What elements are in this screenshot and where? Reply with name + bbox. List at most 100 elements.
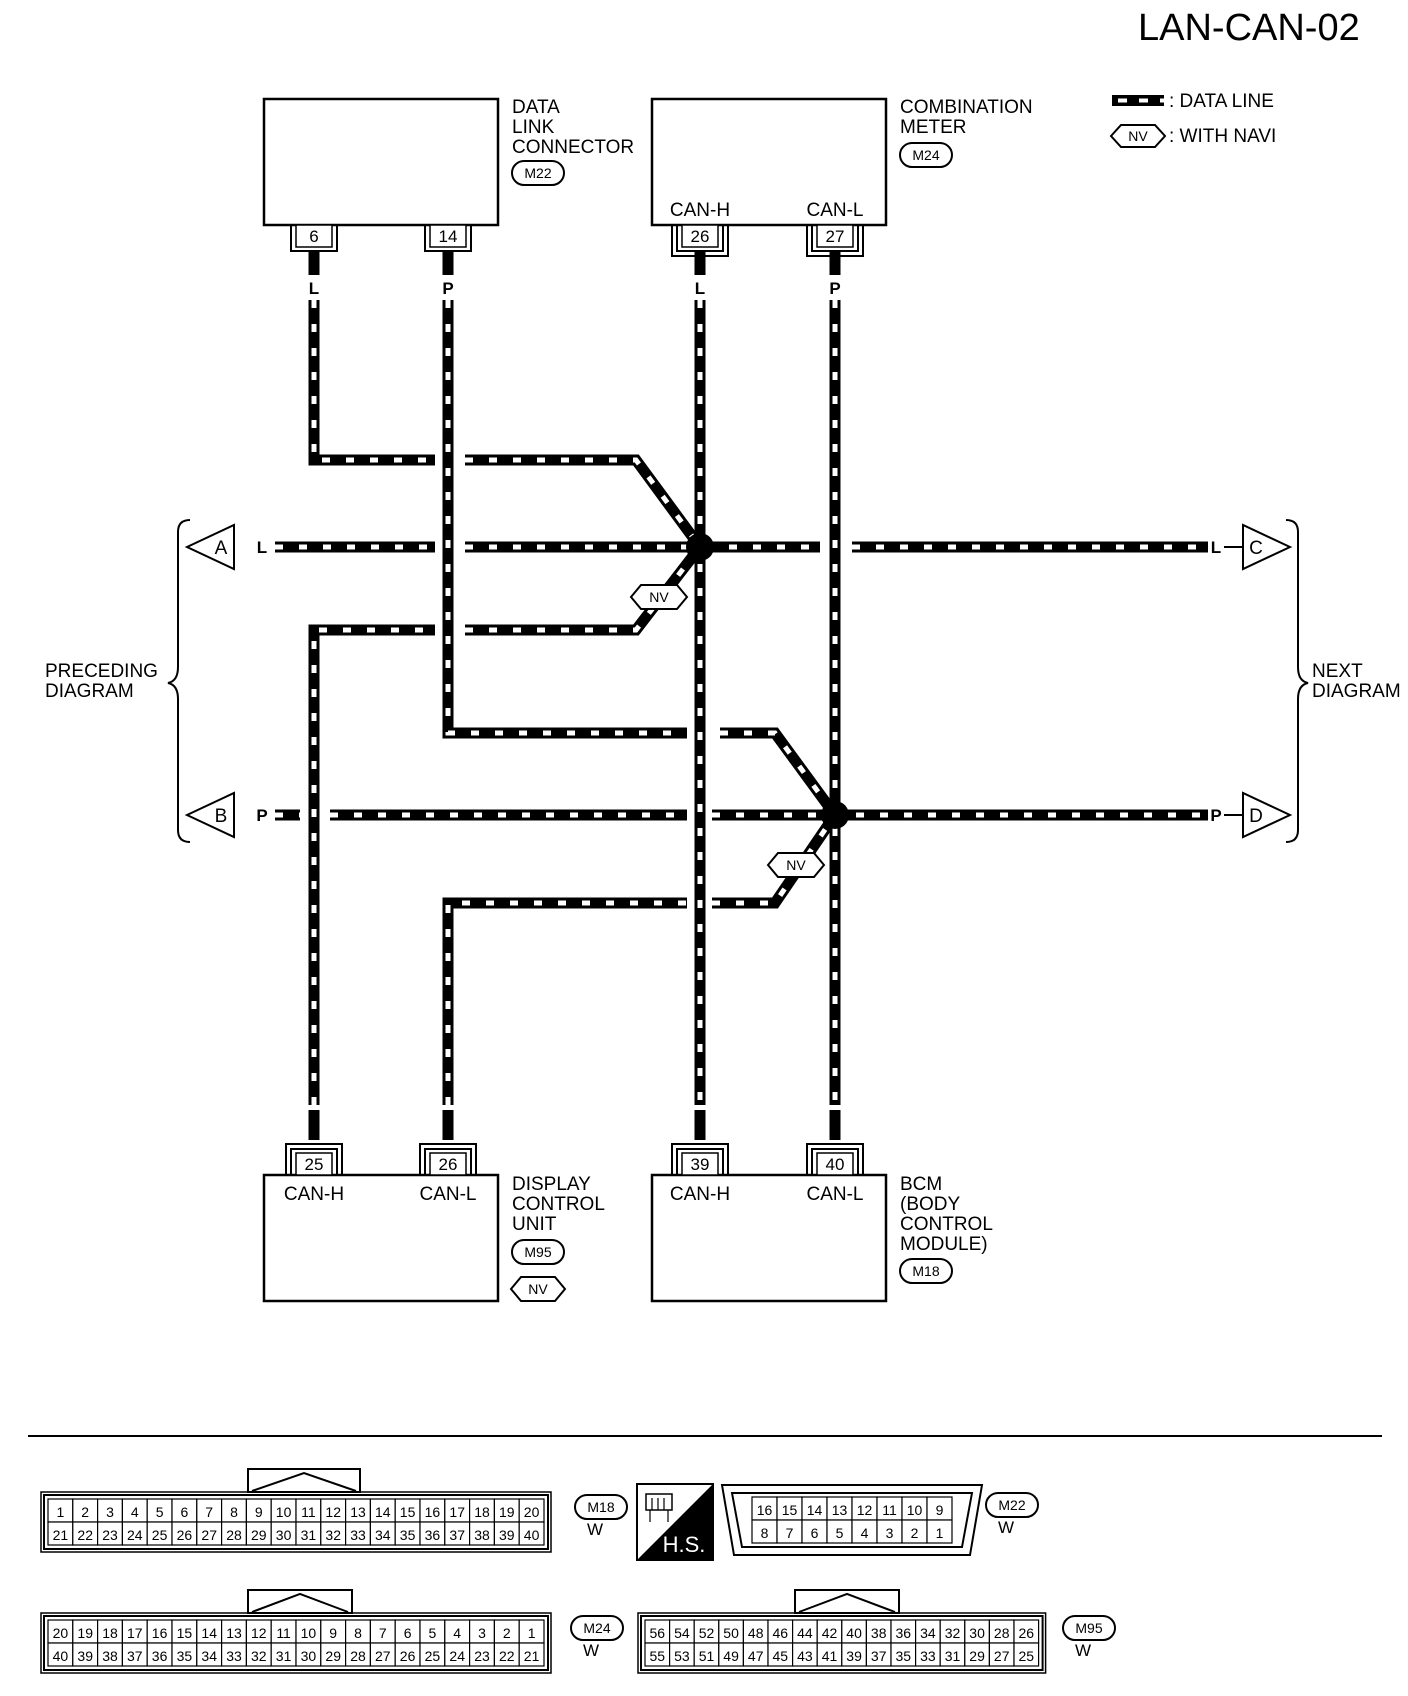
bcm-pin-39-number: 39 [691,1155,710,1174]
wire-color-meter-26: L [695,279,705,298]
dlc-can-l-line-2 [720,727,840,819]
dlc-name-line-3: CONNECTOR [512,137,634,158]
m95-cavity-30: 30 [969,1625,985,1641]
m18-cavity-28: 28 [226,1527,242,1543]
meter-name-line-2: METER [900,117,967,138]
dcu-pin-25-number: 25 [305,1155,324,1174]
m95-cavity-39: 39 [846,1648,862,1664]
dcu-can-h-line-2 [465,543,705,636]
m18-cavity-26: 26 [177,1527,193,1543]
m95-cavity-25: 25 [1019,1648,1035,1664]
m18-cavity-34: 34 [375,1527,391,1543]
dlc-connector-badge: M22 [511,160,565,186]
m22-cavity-4: 4 [861,1525,869,1541]
m22-cavity-13: 13 [832,1502,848,1518]
m24-cavity-31: 31 [276,1648,292,1664]
m18-id-badge-text: M18 [587,1499,614,1515]
m22-cavity-6: 6 [811,1525,819,1541]
m24-cavity-32: 32 [251,1648,267,1664]
m18-cavity-17: 17 [449,1504,465,1520]
bcm-connector-badge: M18 [899,1258,953,1284]
wire-color-a: L [257,538,267,557]
bcm-connector-badge-text: M18 [912,1263,939,1279]
bcm-pin-40-number: 40 [826,1155,845,1174]
legend-data-line-label: : DATA LINE [1169,91,1274,112]
m24-cavity-14: 14 [201,1625,217,1641]
meter-connector-badge-text: M24 [912,147,939,163]
m18-cavity-19: 19 [499,1504,515,1520]
dcu-name-line-3: UNIT [512,1214,557,1235]
m24-cavity-7: 7 [379,1625,387,1641]
dcu-connector-badge: M95 [511,1239,565,1265]
m18-cavity-8: 8 [230,1504,238,1520]
m95-cavity-45: 45 [773,1648,789,1664]
m95-cavity-29: 29 [969,1648,985,1664]
meter-pin-26-number: 26 [691,227,710,246]
m24-cavity-15: 15 [177,1625,193,1641]
m22-cavity-2: 2 [911,1525,919,1541]
m95-cavity-34: 34 [920,1625,936,1641]
m95-cavity-41: 41 [822,1648,838,1664]
preceding-diagram-line2: DIAGRAM [45,681,134,702]
m22-cavity-11: 11 [882,1502,897,1518]
m18-cavity-33: 33 [350,1527,366,1543]
m22-cavity-15: 15 [782,1502,798,1518]
m18-cavity-15: 15 [400,1504,416,1520]
m24-cavity-2: 2 [503,1625,511,1641]
m24-cavity-16: 16 [152,1625,168,1641]
bcm-can-l-label: CAN-L [806,1184,863,1205]
m95-cavity-53: 53 [674,1648,690,1664]
m18-cavity-39: 39 [499,1527,515,1543]
dcu-nv-badge: NV [509,1276,567,1302]
m95-cavity-27: 27 [994,1648,1010,1664]
dcu-can-h-line [308,624,435,1105]
dlc-pin-14-number: 14 [439,227,458,246]
m18-cavity-7: 7 [205,1504,213,1520]
m18-cavity-29: 29 [251,1527,267,1543]
m18-cavity-18: 18 [474,1504,490,1520]
m95-id-badge-text: M95 [1075,1620,1102,1636]
m95-cavity-28: 28 [994,1625,1010,1641]
m22-color-label: W [998,1518,1014,1537]
m95-id-badge: M95 [1062,1615,1116,1641]
m18-cavity-23: 23 [102,1527,118,1543]
off-page-a-label: A [215,538,228,559]
hs-black-triangle [637,1484,713,1560]
wire-color-labels: L P L P L P L P L P L P [256,279,1221,1129]
m18-cavity-24: 24 [127,1527,143,1543]
bcm-name-line-2: (BODY [900,1194,961,1215]
m95-cavity-50: 50 [723,1625,739,1641]
dlc-can-l-line [442,300,687,739]
m95-cavity-43: 43 [797,1648,813,1664]
m24-cavity-24: 24 [449,1648,465,1664]
m95-cavity-36: 36 [896,1625,912,1641]
m24-cavity-11: 11 [276,1625,291,1641]
m24-cavity-40: 40 [53,1648,69,1664]
dlc-pin-6: 6 [290,224,338,252]
m24-cavity-3: 3 [478,1625,486,1641]
off-page-d-label: D [1249,806,1263,827]
dcu-pin-25: 25 [285,1143,343,1176]
nv-marker-can-l-text: NV [786,857,806,873]
wire-color-bcm-39: L [695,1110,705,1129]
m24-id-badge: M24 [570,1615,624,1641]
can-l-junction [821,801,849,829]
dlc-can-h-line-2 [465,454,705,551]
dlc-name-line-1: DATA [512,97,560,118]
legend: : DATA LINE NV : WITH NAVI [1109,91,1276,148]
m18-cavity-10: 10 [276,1504,292,1520]
m18-cavity-32: 32 [325,1527,341,1543]
m22-cavity-1: 1 [936,1525,944,1541]
m95-cavity-48: 48 [748,1625,764,1641]
m18-cavity-4: 4 [131,1504,139,1520]
m95-cavity-52: 52 [699,1625,715,1641]
dcu-can-l-line-2 [712,811,840,909]
dcu-can-l-line [442,897,687,1105]
m18-cavity-11: 11 [301,1504,316,1520]
m18-cavity-36: 36 [425,1527,441,1543]
m24-cavity-17: 17 [127,1625,143,1641]
nv-marker-can-l: NV [766,852,826,878]
